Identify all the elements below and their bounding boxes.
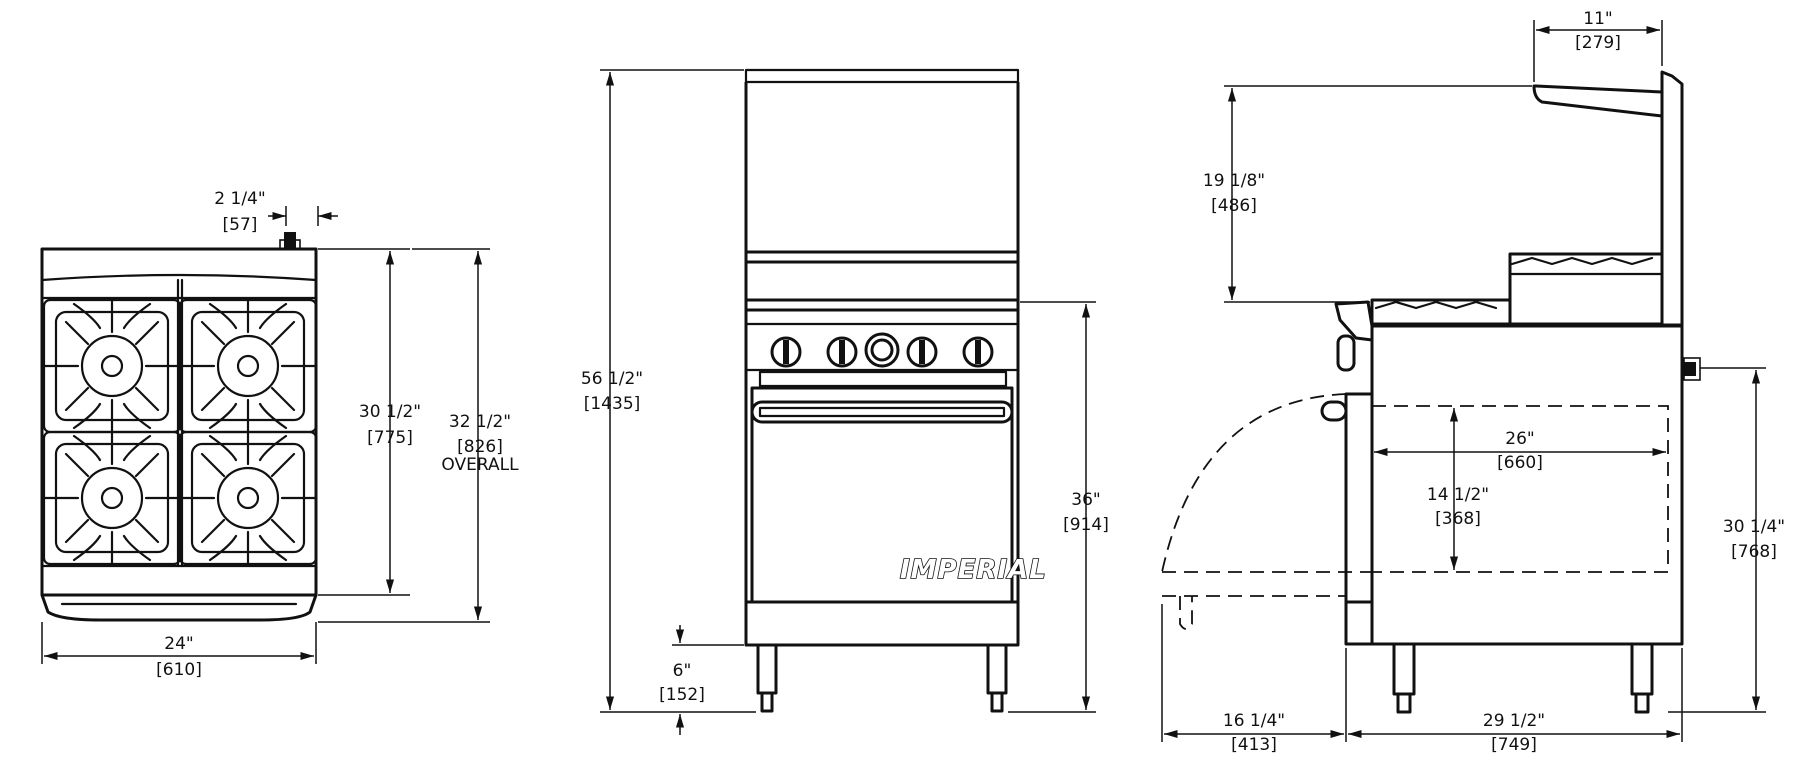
overall-dim-in: 32 1/2" bbox=[449, 412, 511, 432]
side-knob-icon bbox=[1336, 334, 1356, 372]
width-dim-in: 24" bbox=[164, 634, 193, 654]
oven-depth-dim-mm: [660] bbox=[1497, 453, 1543, 473]
work-height-dim-in: 36" bbox=[1071, 490, 1100, 510]
backsplash-dim-in: 19 1/8" bbox=[1203, 171, 1265, 191]
shelf-dim-mm: [279] bbox=[1575, 33, 1621, 53]
side-depth-dim-mm: [749] bbox=[1491, 735, 1537, 755]
work-height-dim-mm: [914] bbox=[1063, 515, 1109, 535]
shelf bbox=[1532, 84, 1664, 118]
side-depth-dim-in: 29 1/2" bbox=[1483, 711, 1545, 731]
front-view: IMPERIAL 56 1/2" [1435] 36" [914] 6" [15… bbox=[581, 68, 1109, 735]
door-handle bbox=[750, 400, 1014, 424]
side-leg-front bbox=[1392, 642, 1416, 696]
depth-dim-in: 30 1/2" bbox=[359, 402, 421, 422]
width-dim-mm: [610] bbox=[156, 660, 202, 680]
overall-dim-note: OVERALL bbox=[441, 455, 519, 475]
height-dim-mm: [1435] bbox=[584, 394, 641, 414]
legs-dim-mm: [152] bbox=[659, 685, 705, 705]
side-view-body bbox=[1370, 324, 1684, 646]
top-view: 2 1/4" [57] 24" [610] 30 1/2" [775] 32 1… bbox=[40, 189, 519, 680]
backsplash-dim-mm: [486] bbox=[1211, 196, 1257, 216]
front-leg-right bbox=[986, 643, 1008, 695]
backsplash bbox=[1660, 70, 1684, 327]
legs-dim-in: 6" bbox=[673, 661, 692, 681]
knob-dim-mm: [57] bbox=[223, 215, 258, 235]
oven-height-dim-mm: [368] bbox=[1435, 509, 1481, 529]
knob-dim-in: 2 1/4" bbox=[214, 189, 265, 209]
body-height-dim-in: 30 1/4" bbox=[1723, 517, 1785, 537]
overall-dim-mm: [826] bbox=[457, 437, 503, 457]
brand-logo: IMPERIAL bbox=[900, 555, 1047, 585]
control-knobs bbox=[770, 332, 994, 368]
oven-cavity-outline bbox=[1371, 405, 1669, 573]
side-view: 11" [279] 19 1/8" [486] 26" [660] 14 1/2… bbox=[1161, 9, 1785, 755]
depth-dim-mm: [775] bbox=[367, 428, 413, 448]
height-dim-in: 56 1/2" bbox=[581, 369, 643, 389]
door-dim-mm: [413] bbox=[1231, 735, 1277, 755]
front-view-body bbox=[744, 308, 1020, 647]
body-height-dim-mm: [768] bbox=[1731, 542, 1777, 562]
top-burner-block bbox=[1508, 252, 1664, 326]
oven-depth-dim-in: 26" bbox=[1505, 429, 1534, 449]
oven-height-dim-in: 14 1/2" bbox=[1427, 485, 1489, 505]
door-dim-in: 16 1/4" bbox=[1223, 711, 1285, 731]
side-leg-rear bbox=[1630, 642, 1654, 696]
side-door-handle bbox=[1320, 400, 1348, 422]
door-swing-arc bbox=[1161, 393, 1347, 573]
front-leg-left bbox=[756, 643, 778, 695]
shelf-dim-in: 11" bbox=[1583, 9, 1612, 29]
